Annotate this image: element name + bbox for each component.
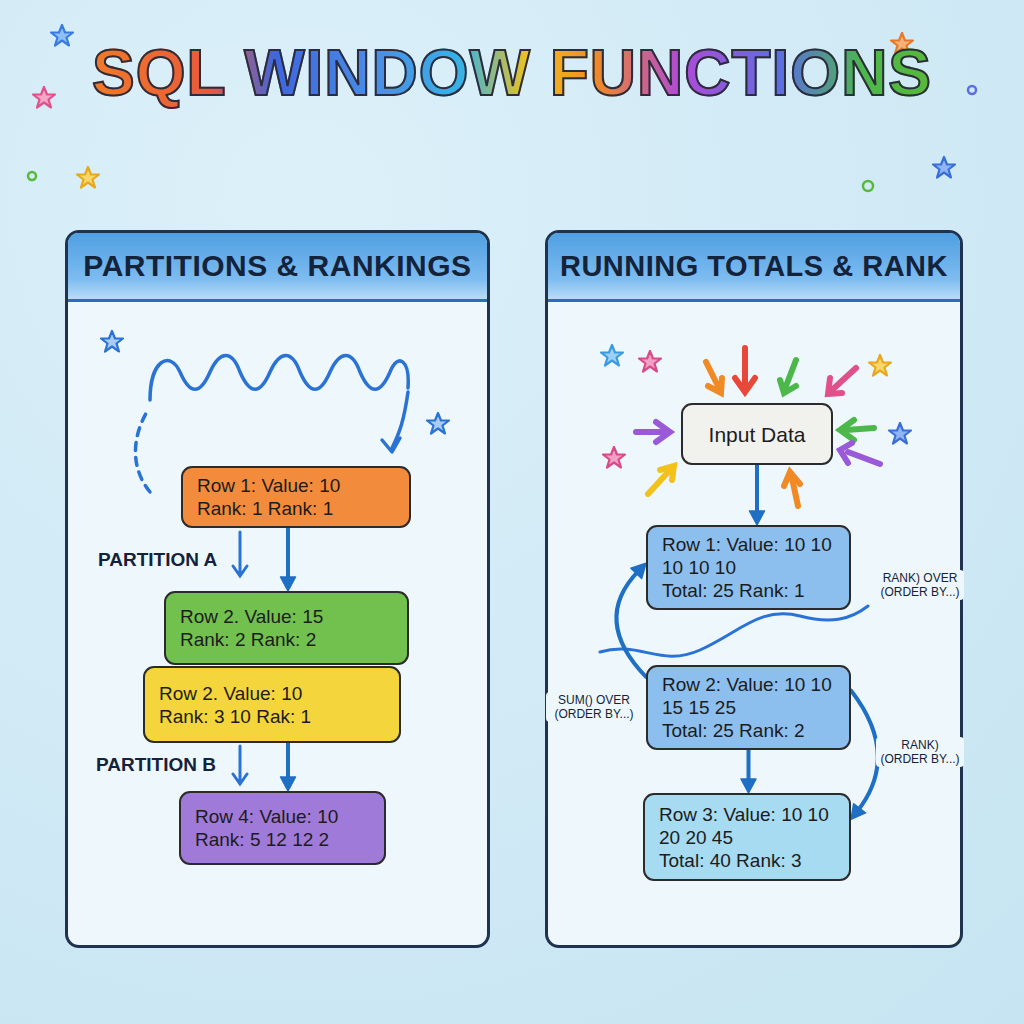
flow-arrow	[281, 743, 296, 791]
row-text: Input Data	[709, 423, 806, 446]
row-text: Total: 40 Rank: 3	[659, 849, 835, 872]
flow-arrow	[750, 465, 765, 525]
flow-arrow	[741, 750, 756, 793]
row-box: Row 2. Value: 15Rank: 2 Rank: 2	[164, 591, 409, 665]
function-note: RANK) OVER (ORDER BY...)	[876, 570, 964, 600]
row-text: Rank: 3 10 Rak: 1	[159, 705, 385, 728]
flow-arrow	[851, 691, 878, 820]
row-text: Row 2. Value: 15	[180, 605, 393, 628]
arrow-head	[741, 779, 756, 793]
arrow-line	[286, 528, 290, 580]
arrow-head	[631, 563, 646, 578]
arrow-head	[281, 777, 296, 791]
input-arrows	[636, 348, 880, 506]
arrow-head	[281, 577, 296, 591]
row-text: Row 1: Value: 10	[197, 474, 395, 497]
squiggle	[135, 356, 408, 493]
row-text: Rank: 5 12 12 2	[195, 828, 370, 851]
edge-label: RANK) (ORDER BY...)	[876, 737, 964, 767]
arrow-line	[747, 750, 751, 782]
dots	[28, 86, 976, 191]
row-text: Rank: 1 Rank: 1	[197, 497, 395, 520]
row-text: Row 1: Value: 10 10	[662, 533, 835, 556]
row-box: Row 1: Value: 10Rank: 1 Rank: 1	[181, 466, 411, 528]
arrow-line	[851, 691, 878, 811]
panel: PARTITIONS & RANKINGSRow 1: Value: 10Ran…	[65, 230, 490, 948]
row-text: 10 10 10	[662, 556, 835, 579]
flow-arrow	[281, 528, 296, 591]
flow-arrow	[616, 563, 646, 677]
page-title: SQL WINDOW FUNCTIONS	[92, 37, 932, 109]
arrow-head	[750, 511, 765, 525]
row-text: Row 4: Value: 10	[195, 805, 370, 828]
row-box: Row 1: Value: 10 1010 10 10Total: 25 Ran…	[646, 525, 851, 610]
row-text: Row 2: Value: 10 10	[662, 673, 835, 696]
row-text: Rank: 2 Rank: 2	[180, 628, 393, 651]
panel-header: PARTITIONS & RANKINGS	[68, 233, 487, 302]
partition-label: PARTITION B	[96, 754, 216, 776]
partition-label: PARTITION A	[98, 549, 217, 571]
row-box: Row 2: Value: 10 1015 15 25Total: 25 Ran…	[646, 665, 851, 750]
row-box: Row 4: Value: 10Rank: 5 12 12 2	[179, 791, 386, 865]
row-box: Input Data	[681, 403, 833, 465]
row-text: Row 3: Value: 10 10	[659, 803, 835, 826]
arrow-line	[616, 571, 646, 677]
panel-title: RUNNING TOTALS & RANK	[560, 250, 948, 283]
arrow-line	[286, 743, 290, 780]
panel-header: RUNNING TOTALS & RANK	[548, 233, 960, 302]
arrow-line	[755, 465, 759, 514]
row-text: Row 2. Value: 10	[159, 682, 385, 705]
edge-label: SUM() OVER (ORDER BY...)	[546, 692, 642, 722]
row-box: Row 2. Value: 10Rank: 3 10 Rak: 1	[143, 666, 401, 743]
row-box: Row 3: Value: 10 1020 20 45Total: 40 Ran…	[643, 793, 851, 881]
row-text: 20 20 45	[659, 826, 835, 849]
small-arrows	[233, 532, 868, 784]
arrow-head	[851, 804, 866, 820]
row-text: Total: 25 Rank: 1	[662, 579, 835, 602]
row-text: Total: 25 Rank: 2	[662, 719, 835, 742]
stars	[33, 25, 955, 468]
row-text: 15 15 25	[662, 696, 835, 719]
title-holder: SQL WINDOW FUNCTIONS	[0, 36, 1024, 110]
panel-title: PARTITIONS & RANKINGS	[83, 249, 471, 283]
